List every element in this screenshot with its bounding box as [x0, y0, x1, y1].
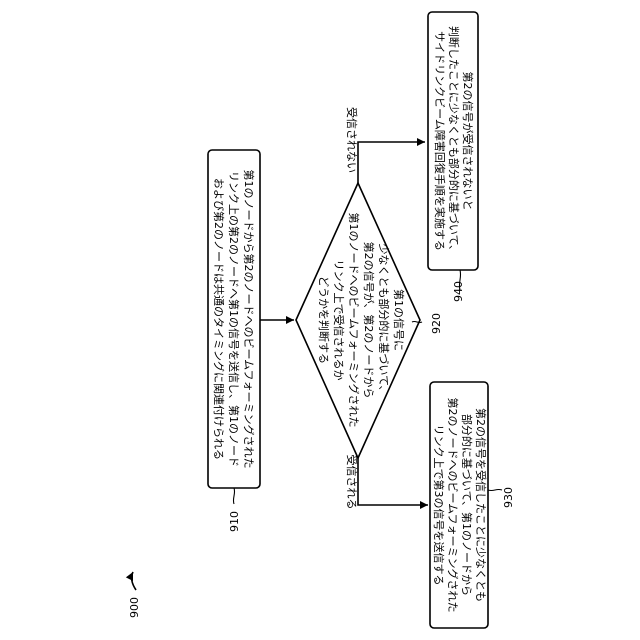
figure-label-group: 900: [128, 572, 141, 618]
decision-920-line-1: 第1の信号に: [392, 289, 406, 351]
step-930-line-1: 第2の信号を受信したことに少なくとも: [474, 408, 488, 602]
branch-not-received-label: 受信されない: [345, 107, 358, 173]
step-910-ref: 910: [228, 511, 241, 532]
step-910-line-3: および第2のノードは共通のタイミングに関連付けられる: [212, 178, 226, 460]
step-930-box: 第2の信号を受信したことに少なくとも 部分的に基づいて、第1のノードから 第2の…: [430, 382, 488, 628]
step-930-line-3: 第2のノードへのビームフォーミングされた: [446, 397, 460, 612]
step-930-reference: 930: [488, 487, 515, 508]
step-940-line-1: 第2の信号が受信されないと: [461, 72, 475, 211]
decision-920-line-6: どうかを判断する: [317, 276, 331, 364]
decision-920-diamond: 第1の信号に 少なくとも部分的に基づいて、 第2の信号が、第2のノードから 第1…: [296, 183, 420, 458]
step-940-box: 第2の信号が受信されないと 判断したことに少なくとも部分的に基づいて、 サイドリ…: [428, 12, 478, 270]
decision-920-line-2: 少なくとも部分的に基づいて、: [377, 243, 391, 396]
arrow-920-to-930: [358, 458, 428, 505]
figure-label-arrow: [132, 572, 136, 590]
step-910-line-1: 第1のノードから第2のノードへのビームフォーミングされた: [242, 169, 256, 468]
decision-920-line-5: リンク上で受信されるか: [332, 260, 345, 381]
figure-label: 900: [128, 597, 141, 618]
step-940-line-2: 判断したことに少なくとも部分的に基づいて、: [447, 26, 461, 256]
step-930-line-2: 部分的に基づいて、第1のノードから: [460, 414, 474, 596]
decision-920-line-4: 第1のノードへのビームフォーミングされた: [347, 212, 361, 427]
decision-920-line-3: 第2の信号が、第2のノードから: [362, 242, 376, 399]
step-930-ref: 930: [502, 487, 515, 508]
arrow-920-to-940: [358, 142, 425, 183]
step-910-reference: 910: [228, 488, 241, 532]
decision-920-ref: 920: [430, 313, 443, 334]
step-940-ref: 940: [452, 281, 465, 302]
step-940-reference: 940: [452, 270, 465, 302]
step-930-line-4: リンク上で第3の信号を送信する: [432, 425, 446, 586]
step-910-box: 第1のノードから第2のノードへのビームフォーミングされた リンク上の第2のノード…: [208, 150, 260, 488]
branch-received-label: 受信される: [345, 455, 358, 510]
step-940-line-3: サイドリンクビーム障害回復手順を実施する: [433, 31, 447, 251]
step-910-line-2: リンク上の第2のノードへ第1の信号を送信し、第1のノード: [227, 171, 241, 467]
